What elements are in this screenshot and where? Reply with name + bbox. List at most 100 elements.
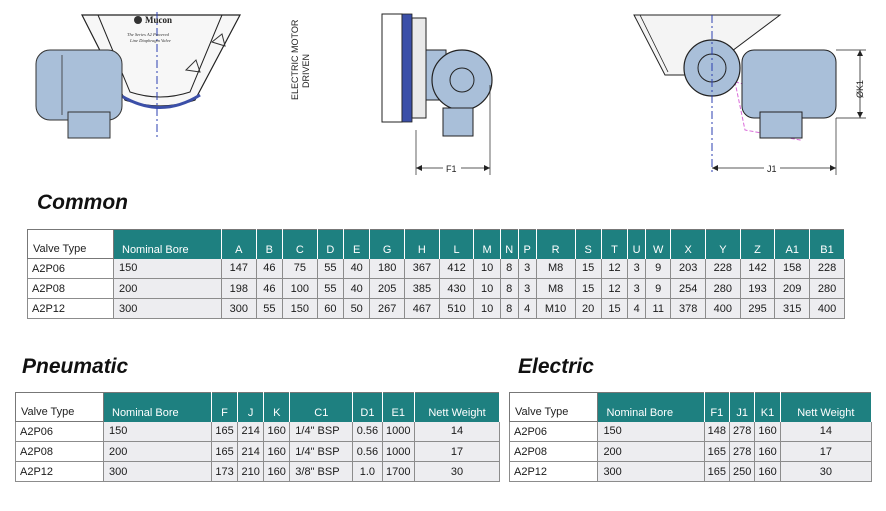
- table-cell: M8: [535, 258, 576, 279]
- common-col-header: N: [500, 229, 519, 259]
- table-cell: 10: [473, 258, 501, 279]
- common-col-header: M: [473, 229, 501, 259]
- electric-col-header: K1: [754, 392, 781, 422]
- table-cell: 1/4" BSP: [289, 441, 354, 462]
- table-cell: 55: [316, 258, 345, 279]
- motor-label-line2: DRIVEN: [301, 54, 311, 88]
- table-cell: A2P08: [15, 441, 104, 462]
- common-col-header: X: [670, 229, 707, 259]
- pneumatic-col-header: E1: [382, 392, 416, 422]
- table-cell: 228: [705, 258, 741, 279]
- common-col-header: W: [645, 229, 672, 259]
- table-cell: A2P12: [27, 298, 114, 319]
- table-cell: 200: [597, 441, 705, 462]
- table-cell: 160: [263, 421, 291, 442]
- table-cell: 55: [316, 278, 345, 299]
- table-cell: 40: [343, 258, 371, 279]
- table-cell: 60: [316, 298, 345, 319]
- table-cell: 367: [404, 258, 440, 279]
- table-cell: 75: [282, 258, 318, 279]
- table-cell: 295: [739, 298, 776, 319]
- table-cell: 165: [703, 461, 730, 482]
- motor-label: ELECTRIC MOTOR DRIVEN: [290, 19, 311, 100]
- table-cell: 160: [754, 461, 781, 482]
- common-col-header: E: [343, 229, 371, 259]
- pneumatic-title: Pneumatic: [22, 355, 129, 378]
- pneumatic-col-header: C1: [289, 392, 354, 422]
- pneumatic-col-header: Nett Weight: [414, 392, 500, 422]
- table-cell: 20: [574, 298, 602, 319]
- table-cell: 4: [627, 298, 647, 319]
- table-cell: 160: [754, 441, 781, 462]
- table-cell: 147: [221, 258, 257, 279]
- table-cell: 150: [282, 298, 318, 319]
- electric-col-header: J1: [729, 392, 756, 422]
- common-col-header: L: [439, 229, 475, 259]
- table-cell: 55: [255, 298, 284, 319]
- common-col-header: C: [282, 229, 318, 259]
- mucon-logo: Mucon The Series A2 Powered Line Diaphra…: [127, 15, 172, 43]
- table-cell: A2P06: [27, 258, 114, 279]
- front-view-drawing: Mucon The Series A2 Powered Line Diaphra…: [35, 12, 241, 139]
- table-cell: 0.56: [352, 421, 383, 442]
- table-cell: 15: [574, 258, 602, 279]
- table-cell: 100: [282, 278, 318, 299]
- table-cell: 150: [103, 421, 212, 442]
- common-title: Common: [37, 191, 128, 214]
- pneumatic-col-header: Valve Type: [15, 392, 104, 422]
- dim-j1: J1: [767, 164, 777, 174]
- table-cell: 150: [113, 258, 222, 279]
- table-cell: 142: [739, 258, 776, 279]
- common-col-header: T: [601, 229, 629, 259]
- table-cell: 300: [221, 298, 257, 319]
- table-cell: 3: [627, 278, 647, 299]
- svg-text:The Series A2 Powered: The Series A2 Powered: [127, 32, 170, 37]
- electric-col-header: F1: [704, 392, 730, 422]
- table-cell: 378: [670, 298, 707, 319]
- common-col-header: B: [256, 229, 284, 259]
- table-cell: 200: [113, 278, 222, 299]
- table-cell: A2P06: [15, 421, 104, 442]
- table-cell: 205: [369, 278, 406, 299]
- electric-title: Electric: [518, 355, 594, 378]
- dim-f1: F1: [446, 164, 457, 174]
- pneumatic-col-header: F: [211, 392, 239, 422]
- common-col-header: Valve Type: [27, 229, 114, 259]
- table-cell: 17: [779, 441, 873, 462]
- table-cell: 14: [414, 421, 500, 442]
- table-cell: 160: [263, 441, 291, 462]
- table-cell: 3: [517, 278, 537, 299]
- motor-label-line1: ELECTRIC MOTOR: [290, 19, 300, 100]
- table-cell: 300: [103, 461, 212, 482]
- pneumatic-col-header: K: [263, 392, 291, 422]
- table-cell: 4: [517, 298, 537, 319]
- table-cell: 10: [473, 278, 501, 299]
- common-col-header: A: [221, 229, 257, 259]
- pneumatic-col-header: J: [237, 392, 265, 422]
- table-cell: 148: [703, 421, 730, 442]
- common-col-header: P: [518, 229, 537, 259]
- common-col-header: U: [627, 229, 647, 259]
- table-cell: 430: [438, 278, 475, 299]
- table-cell: 193: [739, 278, 776, 299]
- common-col-header: R: [536, 229, 576, 259]
- table-cell: 1000: [381, 421, 416, 442]
- table-cell: 50: [343, 298, 371, 319]
- common-col-header: G: [369, 229, 406, 259]
- table-cell: 10: [473, 298, 501, 319]
- logo-name: Mucon: [145, 15, 172, 25]
- table-cell: 165: [210, 421, 239, 442]
- common-col-header: S: [575, 229, 602, 259]
- table-cell: 8: [499, 258, 519, 279]
